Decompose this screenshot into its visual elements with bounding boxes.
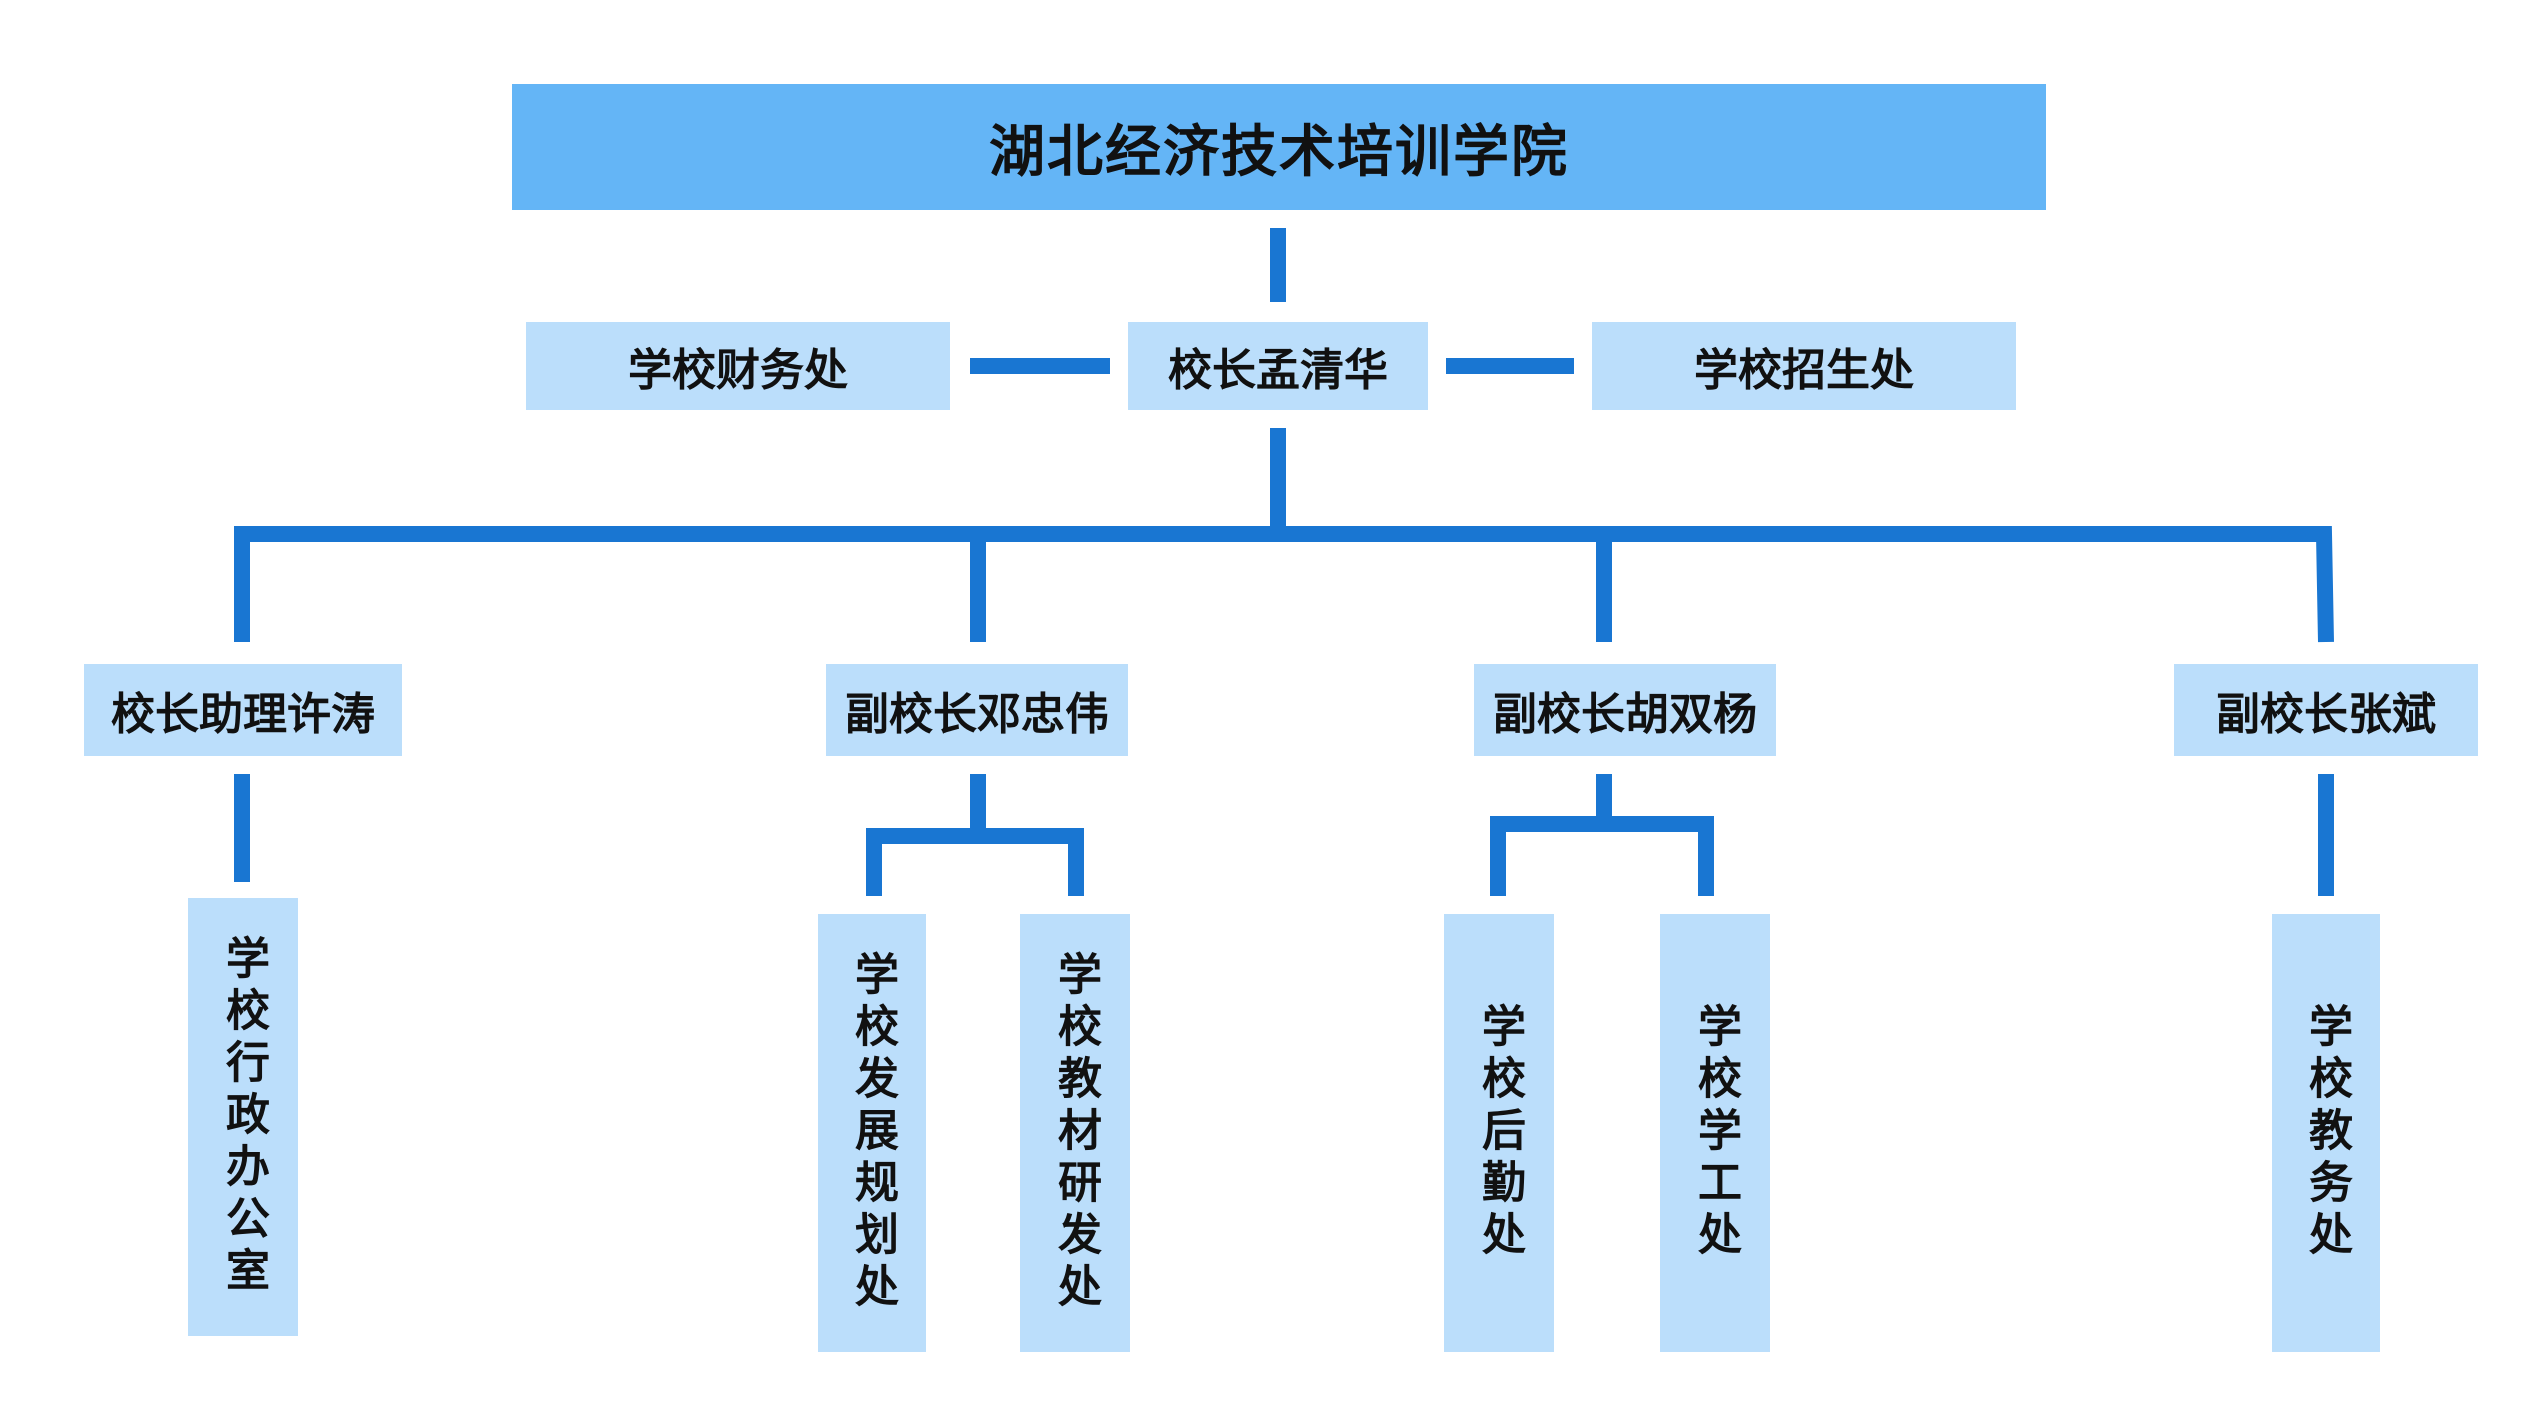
admissions-office-box: 学校招生处 <box>1592 322 2016 410</box>
dept-box-student-affairs: 学校学工处 <box>1660 914 1770 1352</box>
connector-deputy-3-branch <box>1490 816 1714 896</box>
deputy-box-assistant-principal: 校长助理许涛 <box>84 664 402 756</box>
dept-box-textbook-development: 学校教材研发处 <box>1020 914 1130 1352</box>
deputy-box-vice-principal-hu: 副校长胡双杨 <box>1474 664 1776 756</box>
finance-office-box: 学校财务处 <box>526 322 950 410</box>
connector-deputy-2-branch <box>866 828 1084 896</box>
principal-box: 校长孟清华 <box>1128 322 1428 410</box>
connector-deputy-bus <box>234 526 2334 643</box>
deputy-box-vice-principal-zhang: 副校长张斌 <box>2174 664 2478 756</box>
dept-box-academic-affairs: 学校教务处 <box>2272 914 2380 1352</box>
dept-box-admin-office: 学校行政办公室 <box>188 898 298 1336</box>
dept-box-development-planning: 学校发展规划处 <box>818 914 926 1352</box>
root-title-box: 湖北经济技术培训学院 <box>512 84 2046 210</box>
dept-box-logistics: 学校后勤处 <box>1444 914 1554 1352</box>
deputy-box-vice-principal-deng: 副校长邓忠伟 <box>826 664 1128 756</box>
